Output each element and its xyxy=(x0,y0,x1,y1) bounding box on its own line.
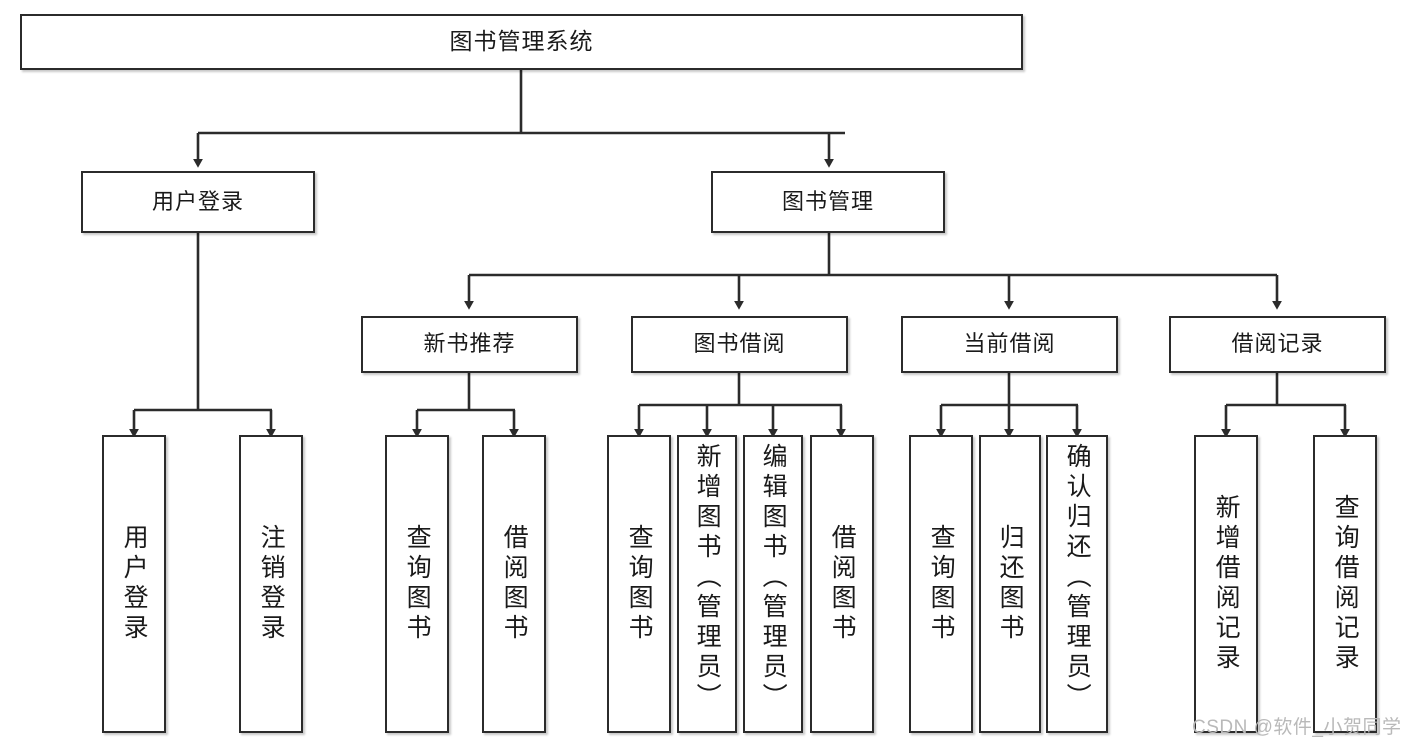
node-root[interactable]: 图书管理系统 xyxy=(20,14,1023,70)
node-leaf-cur-query-book-label: 查询图书 xyxy=(927,524,956,644)
node-leaf-cur-confirm-return-label: 确认归还（管理员） xyxy=(1063,443,1092,713)
node-new-book-recommend-label: 新书推荐 xyxy=(423,331,516,357)
node-leaf-rec-query-book[interactable]: 查询图书 xyxy=(385,435,449,733)
node-current-borrow-label: 当前借阅 xyxy=(963,331,1056,357)
node-leaf-cur-confirm-return[interactable]: 确认归还（管理员） xyxy=(1046,435,1108,733)
node-leaf-borrow-query-book[interactable]: 查询图书 xyxy=(607,435,671,733)
node-leaf-user-logout[interactable]: 注销登录 xyxy=(239,435,303,733)
node-leaf-rec-borrow-book-label: 借阅图书 xyxy=(500,524,529,644)
node-new-book-recommend[interactable]: 新书推荐 xyxy=(361,316,578,373)
node-user-login[interactable]: 用户登录 xyxy=(81,171,315,233)
node-leaf-borrow-add-book-label: 新增图书（管理员） xyxy=(693,443,722,713)
node-leaf-user-login[interactable]: 用户登录 xyxy=(102,435,166,733)
node-leaf-borrow-edit-book[interactable]: 编辑图书（管理员） xyxy=(743,435,803,733)
node-leaf-rec-query-record[interactable]: 查询借阅记录 xyxy=(1313,435,1377,733)
node-leaf-rec-query-book-label: 查询图书 xyxy=(403,524,432,644)
node-current-borrow[interactable]: 当前借阅 xyxy=(901,316,1118,373)
node-root-label: 图书管理系统 xyxy=(449,28,594,55)
node-leaf-cur-return-book[interactable]: 归还图书 xyxy=(979,435,1041,733)
node-book-borrow[interactable]: 图书借阅 xyxy=(631,316,848,373)
node-user-login-label: 用户登录 xyxy=(151,188,244,214)
node-borrow-record[interactable]: 借阅记录 xyxy=(1169,316,1386,373)
node-leaf-rec-borrow-book[interactable]: 借阅图书 xyxy=(482,435,546,733)
node-leaf-borrow-edit-book-label: 编辑图书（管理员） xyxy=(759,443,788,713)
node-book-borrow-label: 图书借阅 xyxy=(693,331,786,357)
node-leaf-user-logout-label: 注销登录 xyxy=(257,524,286,644)
node-leaf-cur-return-book-label: 归还图书 xyxy=(996,524,1025,644)
watermark-text: CSDN @软件_小贺同学 xyxy=(1192,717,1402,738)
node-leaf-user-login-label: 用户登录 xyxy=(120,524,149,644)
node-borrow-record-label: 借阅记录 xyxy=(1231,331,1324,357)
node-book-manage[interactable]: 图书管理 xyxy=(711,171,945,233)
node-book-manage-label: 图书管理 xyxy=(781,188,874,214)
node-leaf-borrow-borrow-book-label: 借阅图书 xyxy=(828,524,857,644)
node-leaf-rec-query-record-label: 查询借阅记录 xyxy=(1331,494,1360,674)
node-leaf-rec-add-record-label: 新增借阅记录 xyxy=(1212,494,1241,674)
node-leaf-borrow-borrow-book[interactable]: 借阅图书 xyxy=(810,435,874,733)
node-leaf-borrow-query-book-label: 查询图书 xyxy=(625,524,654,644)
node-leaf-cur-query-book[interactable]: 查询图书 xyxy=(909,435,973,733)
node-leaf-borrow-add-book[interactable]: 新增图书（管理员） xyxy=(677,435,737,733)
node-leaf-rec-add-record[interactable]: 新增借阅记录 xyxy=(1194,435,1258,733)
